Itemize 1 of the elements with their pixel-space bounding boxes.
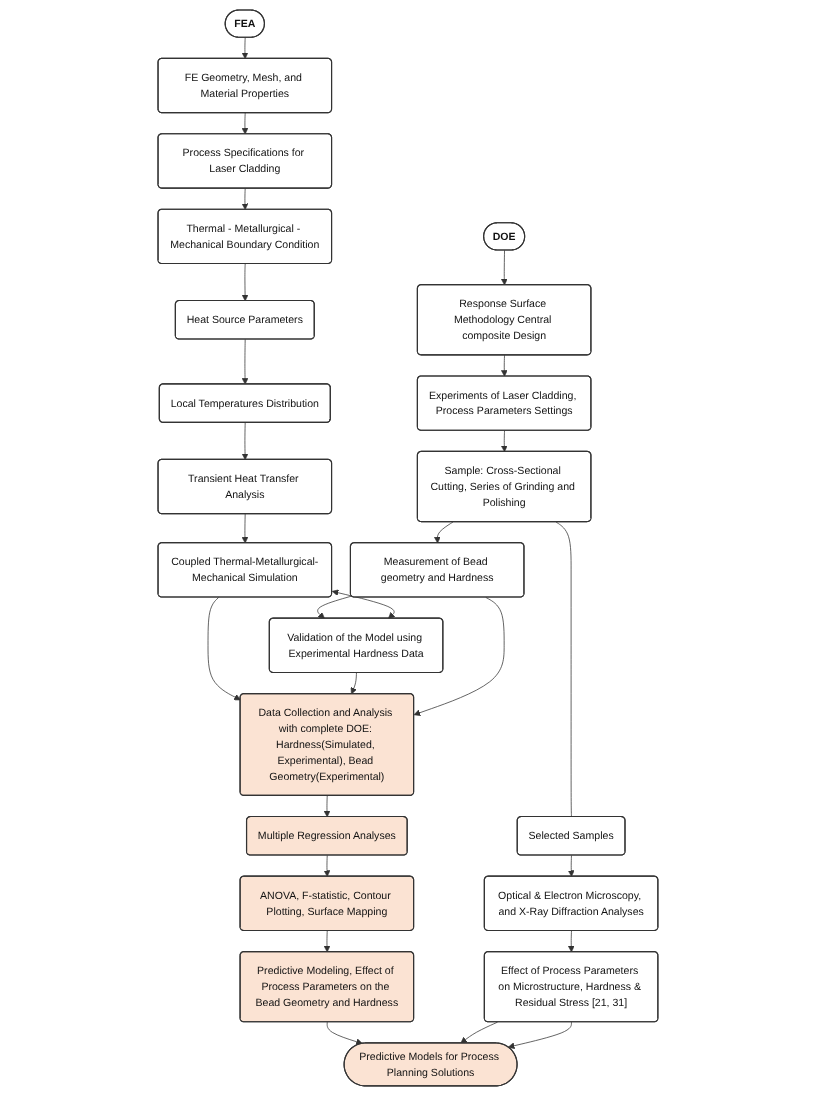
connector: [555, 521, 572, 818]
